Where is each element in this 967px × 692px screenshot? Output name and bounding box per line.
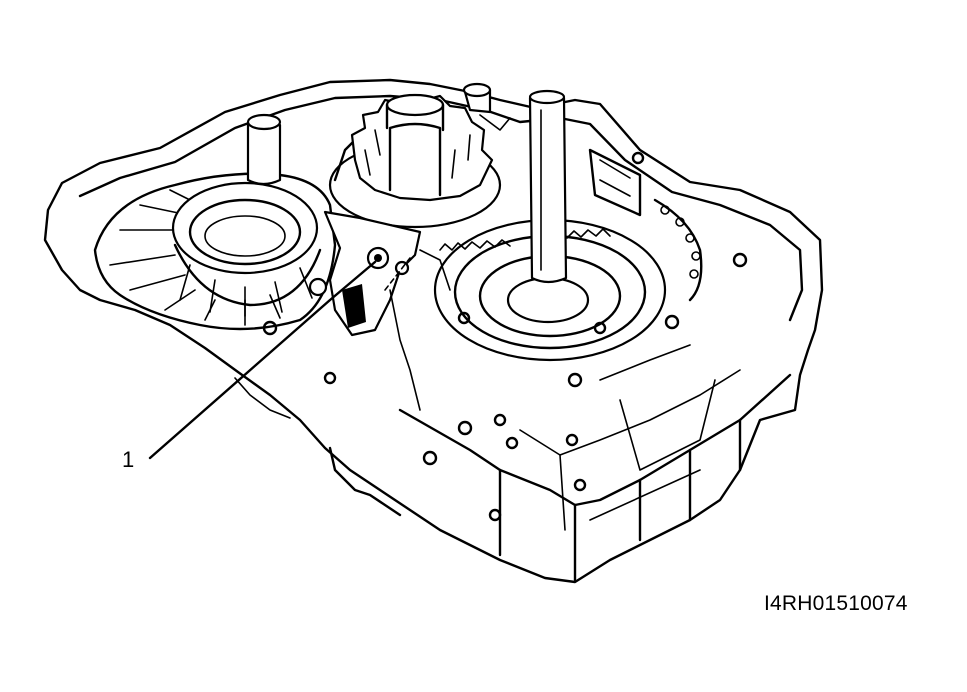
- callout-leader-line: [148, 260, 377, 460]
- support-post: [246, 123, 282, 186]
- differential-bearing: [171, 181, 319, 275]
- input-shaft: [528, 96, 568, 284]
- case-lower-housing: [398, 373, 792, 507]
- differential-cavity: [93, 172, 337, 331]
- callout-number: 1: [122, 447, 135, 472]
- figure-id-label: I4RH01510074: [764, 592, 908, 615]
- bolt-holes: [262, 151, 748, 522]
- clutch-drum-hub: [506, 276, 590, 324]
- gear-shaft-top: [385, 93, 445, 117]
- case-flange-rim: [78, 94, 804, 322]
- case-rib-block: [588, 148, 642, 217]
